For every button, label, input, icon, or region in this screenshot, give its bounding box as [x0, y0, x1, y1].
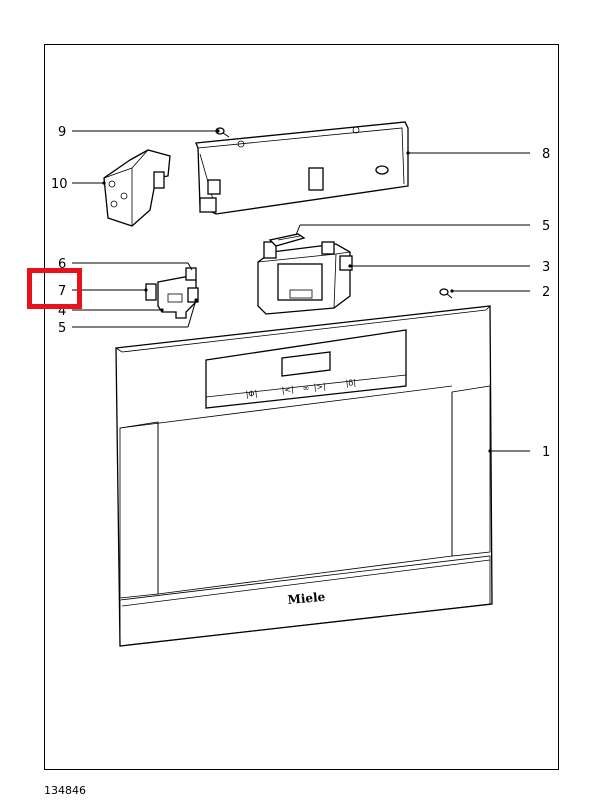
- panel-symbol-right: |>|: [313, 382, 326, 392]
- callout-10: 10: [51, 177, 68, 192]
- part-2-screw: [439, 288, 453, 299]
- callout-8: 8: [542, 147, 550, 162]
- part-8-top-bracket: [195, 121, 409, 215]
- part-4-6-7-circuit-board: [145, 267, 199, 319]
- callout-2: 2: [542, 285, 550, 300]
- part-3-control-module: [257, 241, 353, 315]
- callout-7: 7: [58, 284, 66, 299]
- part-5-ribbon-connector: [268, 233, 306, 247]
- panel-symbol-ok: ∞: [302, 383, 310, 393]
- callout-6: 6: [58, 257, 66, 272]
- panel-symbol-power: |Φ|: [245, 389, 258, 399]
- callout-1: 1: [542, 445, 550, 460]
- drawing-number: 134846: [44, 784, 86, 797]
- callout-4: 4: [58, 304, 66, 319]
- panel-symbol-left: |<|: [281, 385, 294, 395]
- panel-symbol-timer: |δ|: [345, 378, 356, 388]
- diagram-frame: [44, 44, 559, 770]
- highlight-callout-7: [27, 268, 82, 309]
- callout-9: 9: [58, 125, 66, 140]
- control-panel-symbols: |Φ| |<| ∞ |>| |δ|: [245, 378, 356, 399]
- callout-5-lower: 5: [58, 321, 66, 336]
- part-1-front-frame: [115, 305, 493, 647]
- callout-3: 3: [542, 260, 550, 275]
- part-10-side-bracket: [103, 149, 171, 227]
- callout-5-upper: 5: [542, 219, 550, 234]
- brand-logo: Miele: [287, 590, 326, 607]
